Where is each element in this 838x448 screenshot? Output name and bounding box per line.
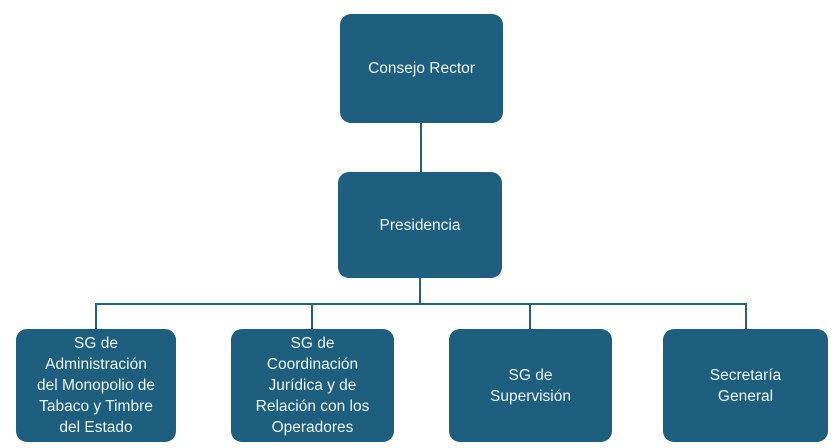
connector-drop-sg-supervision — [529, 303, 531, 329]
org-node-label: Presidencia — [379, 216, 461, 234]
org-node-secretaria-general: Secretaría General — [663, 329, 828, 442]
org-node-sg-supervision: SG de Supervisión — [449, 329, 612, 442]
org-node-presidencia: Presidencia — [338, 172, 502, 278]
org-node-sg-administracion: SG de Administración del Monopolio de Ta… — [16, 329, 176, 442]
org-node-label: SG de Administración del Monopolio de Ta… — [36, 335, 156, 436]
connector-rail — [95, 303, 747, 305]
connector-drop-sg-coordinacion — [311, 303, 313, 329]
org-node-label: Consejo Rector — [368, 60, 475, 77]
org-node-label: SG de Coordinación Jurídica y de Relació… — [255, 335, 370, 436]
connector-drop-sg-administracion — [95, 303, 97, 329]
org-node-label: Secretaría General — [709, 366, 782, 405]
connector-consejo-presidencia — [420, 123, 422, 172]
org-node-consejo-rector: Consejo Rector — [340, 14, 503, 123]
org-node-label: SG de Supervisión — [490, 366, 571, 405]
org-node-sg-coordinacion: SG de Coordinación Jurídica y de Relació… — [231, 329, 394, 442]
connector-drop-secretaria-general — [745, 303, 747, 329]
connector-presidencia-stem — [419, 278, 421, 305]
